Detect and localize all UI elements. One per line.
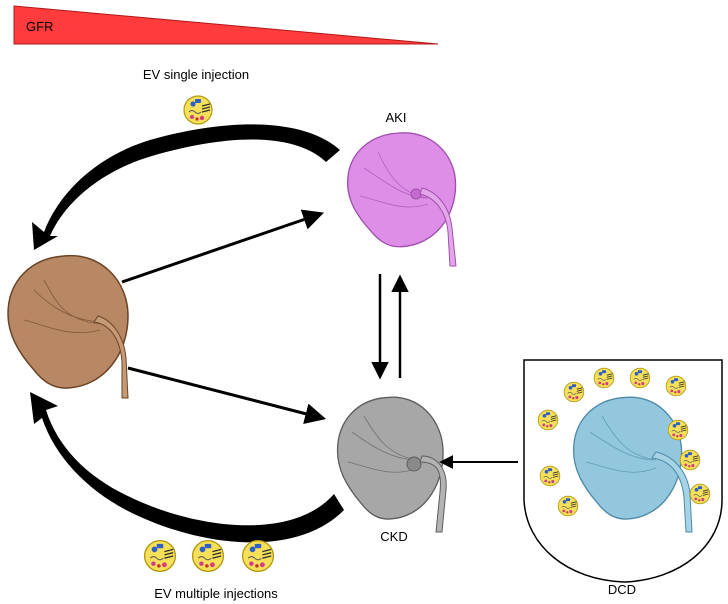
dcd-kidney: [572, 396, 693, 533]
gfr-gradient-bar: GFR: [13, 5, 439, 45]
aki-kidney: [346, 132, 457, 267]
ev-vesicle-icon: [191, 539, 225, 573]
ev-vesicle-icon: [183, 95, 213, 125]
ev-vesicle-icon: [241, 539, 275, 573]
ev-vesicle-icon: [667, 419, 689, 441]
ev-vesicle-icon: [689, 483, 711, 505]
ev-multiple-icons: [143, 539, 275, 573]
ev-vesicle-icon: [563, 381, 585, 403]
arrow-healthy-to-aki: [121, 209, 324, 284]
ev-vesicle-icon: [557, 495, 579, 517]
ev-vesicle-icon: [665, 375, 687, 397]
arrow-healthy-to-ckd: [127, 366, 327, 424]
recovery-arrow-bottom: [30, 392, 344, 543]
dcd-container: [523, 359, 723, 583]
ev-vesicle-icon: [539, 465, 561, 487]
ev-single-injection-label: EV single injection: [143, 67, 249, 82]
ev-multiple-injections-label: EV multiple injections: [154, 586, 278, 601]
ckd-label: CKD: [380, 529, 407, 544]
gfr-label: GFR: [26, 19, 53, 34]
healthy-kidney: [7, 254, 129, 399]
dcd-label: DCD: [608, 582, 636, 597]
ev-vesicle-icon: [679, 449, 701, 471]
aki-label: AKI: [386, 110, 407, 125]
recovery-arrow-top: [32, 124, 340, 250]
ev-vesicle-icon: [593, 367, 615, 389]
ev-vesicle-icon: [537, 409, 559, 431]
ckd-kidney: [336, 396, 447, 533]
ev-vesicle-icon: [143, 539, 177, 573]
ev-vesicle-icon: [629, 367, 651, 389]
